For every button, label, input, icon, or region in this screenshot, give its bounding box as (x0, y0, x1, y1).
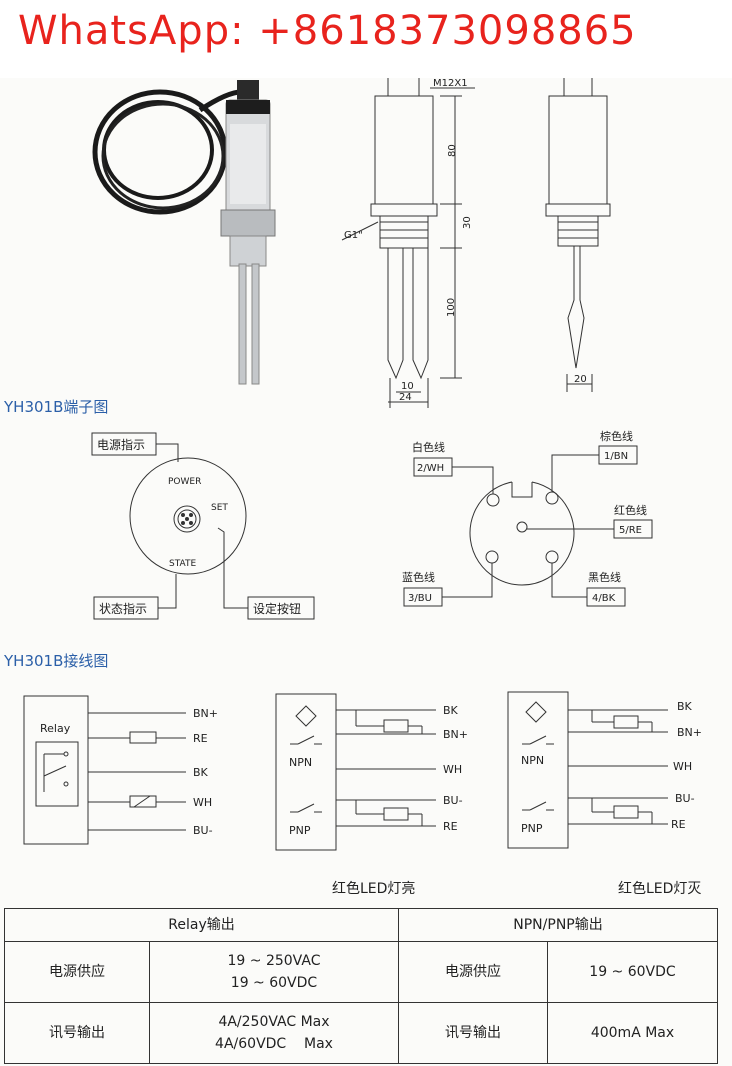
blue-wire-label: 蓝色线 (402, 570, 435, 584)
w2-re: RE (443, 820, 458, 833)
relay-output-header: Relay输出 (4, 908, 399, 942)
connector-pin-diagram (403, 445, 653, 607)
power-supply-label-relay: 电源供应 (4, 941, 150, 1003)
dimension-drawing-side (545, 78, 611, 392)
dim-30-label: 30 (462, 216, 473, 229)
relay-power-dc: 19 ~ 60VDC (230, 975, 318, 991)
power-supply-row: 电源供应 19 ~ 250VAC 19 ~ 60VDC 电源供应 19 ~ 60… (4, 941, 718, 1003)
w2-bn: BN+ (443, 728, 468, 741)
dimension-drawing-front (341, 78, 475, 408)
terminal-diagram-title: YH301B端子图 (4, 398, 109, 416)
power-supply-label-npn: 电源供应 (398, 941, 548, 1003)
w1-wh: WH (193, 796, 212, 809)
spec-table: Relay输出 NPN/PNP输出 电源供应 19 ~ 250VAC 19 ~ … (4, 908, 718, 1064)
dim-10-label: 10 (401, 381, 414, 392)
led-off-caption: 红色LED灯灭 (618, 881, 702, 897)
power-indicator-label: 电源指示 (97, 437, 145, 452)
npn-pnp-wiring-diagram-led-off (507, 691, 668, 849)
black-code: 4/BK (592, 593, 616, 604)
dimension-labels-front: M12X1 80 30 100 G1" 10 24 (344, 78, 473, 403)
w3-bu: BU- (675, 792, 695, 805)
w2-wh: WH (443, 763, 462, 776)
relay-signal-dc: 4A/60VDC Max (215, 1036, 333, 1052)
w3-re: RE (671, 818, 686, 831)
terminal-labels: 电源指示 POWER SET STATE 状态指示 设定按钮 (97, 437, 301, 616)
wiring2-labels: NPN PNP BK BN+ WH BU- RE (289, 704, 468, 837)
product-photo (92, 80, 276, 385)
relay-signal-cell: 4A/250VAC Max 4A/60VDC Max (149, 1002, 399, 1064)
w2-bu: BU- (443, 794, 463, 807)
relay-wiring-labels: Relay BN+ RE BK WH BU- (40, 707, 218, 837)
pin-labels: 白色线 2/WH 棕色线 1/BN 红色线 5/RE 蓝色线 3/BU 黑色线 … (402, 429, 647, 604)
signal-output-label-relay: 讯号输出 (4, 1002, 150, 1064)
g1-label: G1" (344, 230, 363, 241)
w3-bk: BK (677, 700, 693, 713)
w3-wh: WH (673, 760, 692, 773)
red-code: 5/RE (619, 525, 642, 536)
wiring-diagram-title: YH301B接线图 (4, 652, 109, 670)
led-on-caption: 红色LED灯亮 (332, 881, 416, 897)
w1-bn: BN+ (193, 707, 218, 720)
w3-pnp: PNP (521, 822, 543, 835)
terminal-face-diagram (91, 432, 315, 620)
npn-pnp-wiring-diagram-led-on (275, 693, 436, 851)
thread-label: M12X1 (433, 78, 468, 89)
npn-power-value: 19 ~ 60VDC (547, 941, 718, 1003)
signal-output-row: 讯号输出 4A/250VAC Max 4A/60VDC Max 讯号输出 400… (4, 1002, 718, 1064)
w3-npn: NPN (521, 754, 544, 767)
w2-npn: NPN (289, 756, 312, 769)
relay-power-cell: 19 ~ 250VAC 19 ~ 60VDC (149, 941, 399, 1003)
relay-wiring-diagram (23, 695, 186, 845)
dim-24-label: 24 (399, 392, 412, 403)
state-indicator-label: 状态指示 (99, 601, 147, 616)
w2-bk: BK (443, 704, 459, 717)
wiring3-labels: NPN PNP BK BN+ WH BU- RE (521, 700, 702, 835)
relay-power-ac: 19 ~ 250VAC (227, 953, 321, 969)
dim-20-label: 20 (574, 374, 587, 385)
w1-re: RE (193, 732, 208, 745)
dim-80-label: 80 (447, 144, 458, 157)
white-code: 2/WH (417, 463, 444, 474)
w2-pnp: PNP (289, 824, 311, 837)
npn-pnp-output-header: NPN/PNP输出 (398, 908, 718, 942)
dim-100-label: 100 (446, 298, 457, 317)
set-label: SET (211, 503, 228, 513)
whatsapp-contact-text: WhatsApp: +8618373098865 (18, 8, 637, 54)
red-wire-label: 红色线 (614, 503, 647, 517)
npn-signal-value: 400mA Max (547, 1002, 718, 1064)
state-label: STATE (169, 559, 196, 569)
relay-label: Relay (40, 722, 71, 735)
blue-code: 3/BU (408, 593, 432, 604)
w3-bn: BN+ (677, 726, 702, 739)
white-wire-label: 白色线 (412, 440, 445, 454)
black-wire-label: 黑色线 (588, 570, 621, 584)
spec-header-row: Relay输出 NPN/PNP输出 (4, 908, 718, 942)
w1-bu: BU- (193, 824, 213, 837)
signal-output-label-npn: 讯号输出 (398, 1002, 548, 1064)
relay-signal-ac: 4A/250VAC Max (218, 1014, 330, 1030)
brown-wire-label: 棕色线 (600, 429, 633, 443)
set-button-label: 设定按钮 (253, 601, 301, 616)
watermark-banner: WhatsApp: +8618373098865 (0, 0, 732, 78)
brown-code: 1/BN (604, 451, 628, 462)
w1-bk: BK (193, 766, 209, 779)
power-label: POWER (168, 477, 201, 487)
